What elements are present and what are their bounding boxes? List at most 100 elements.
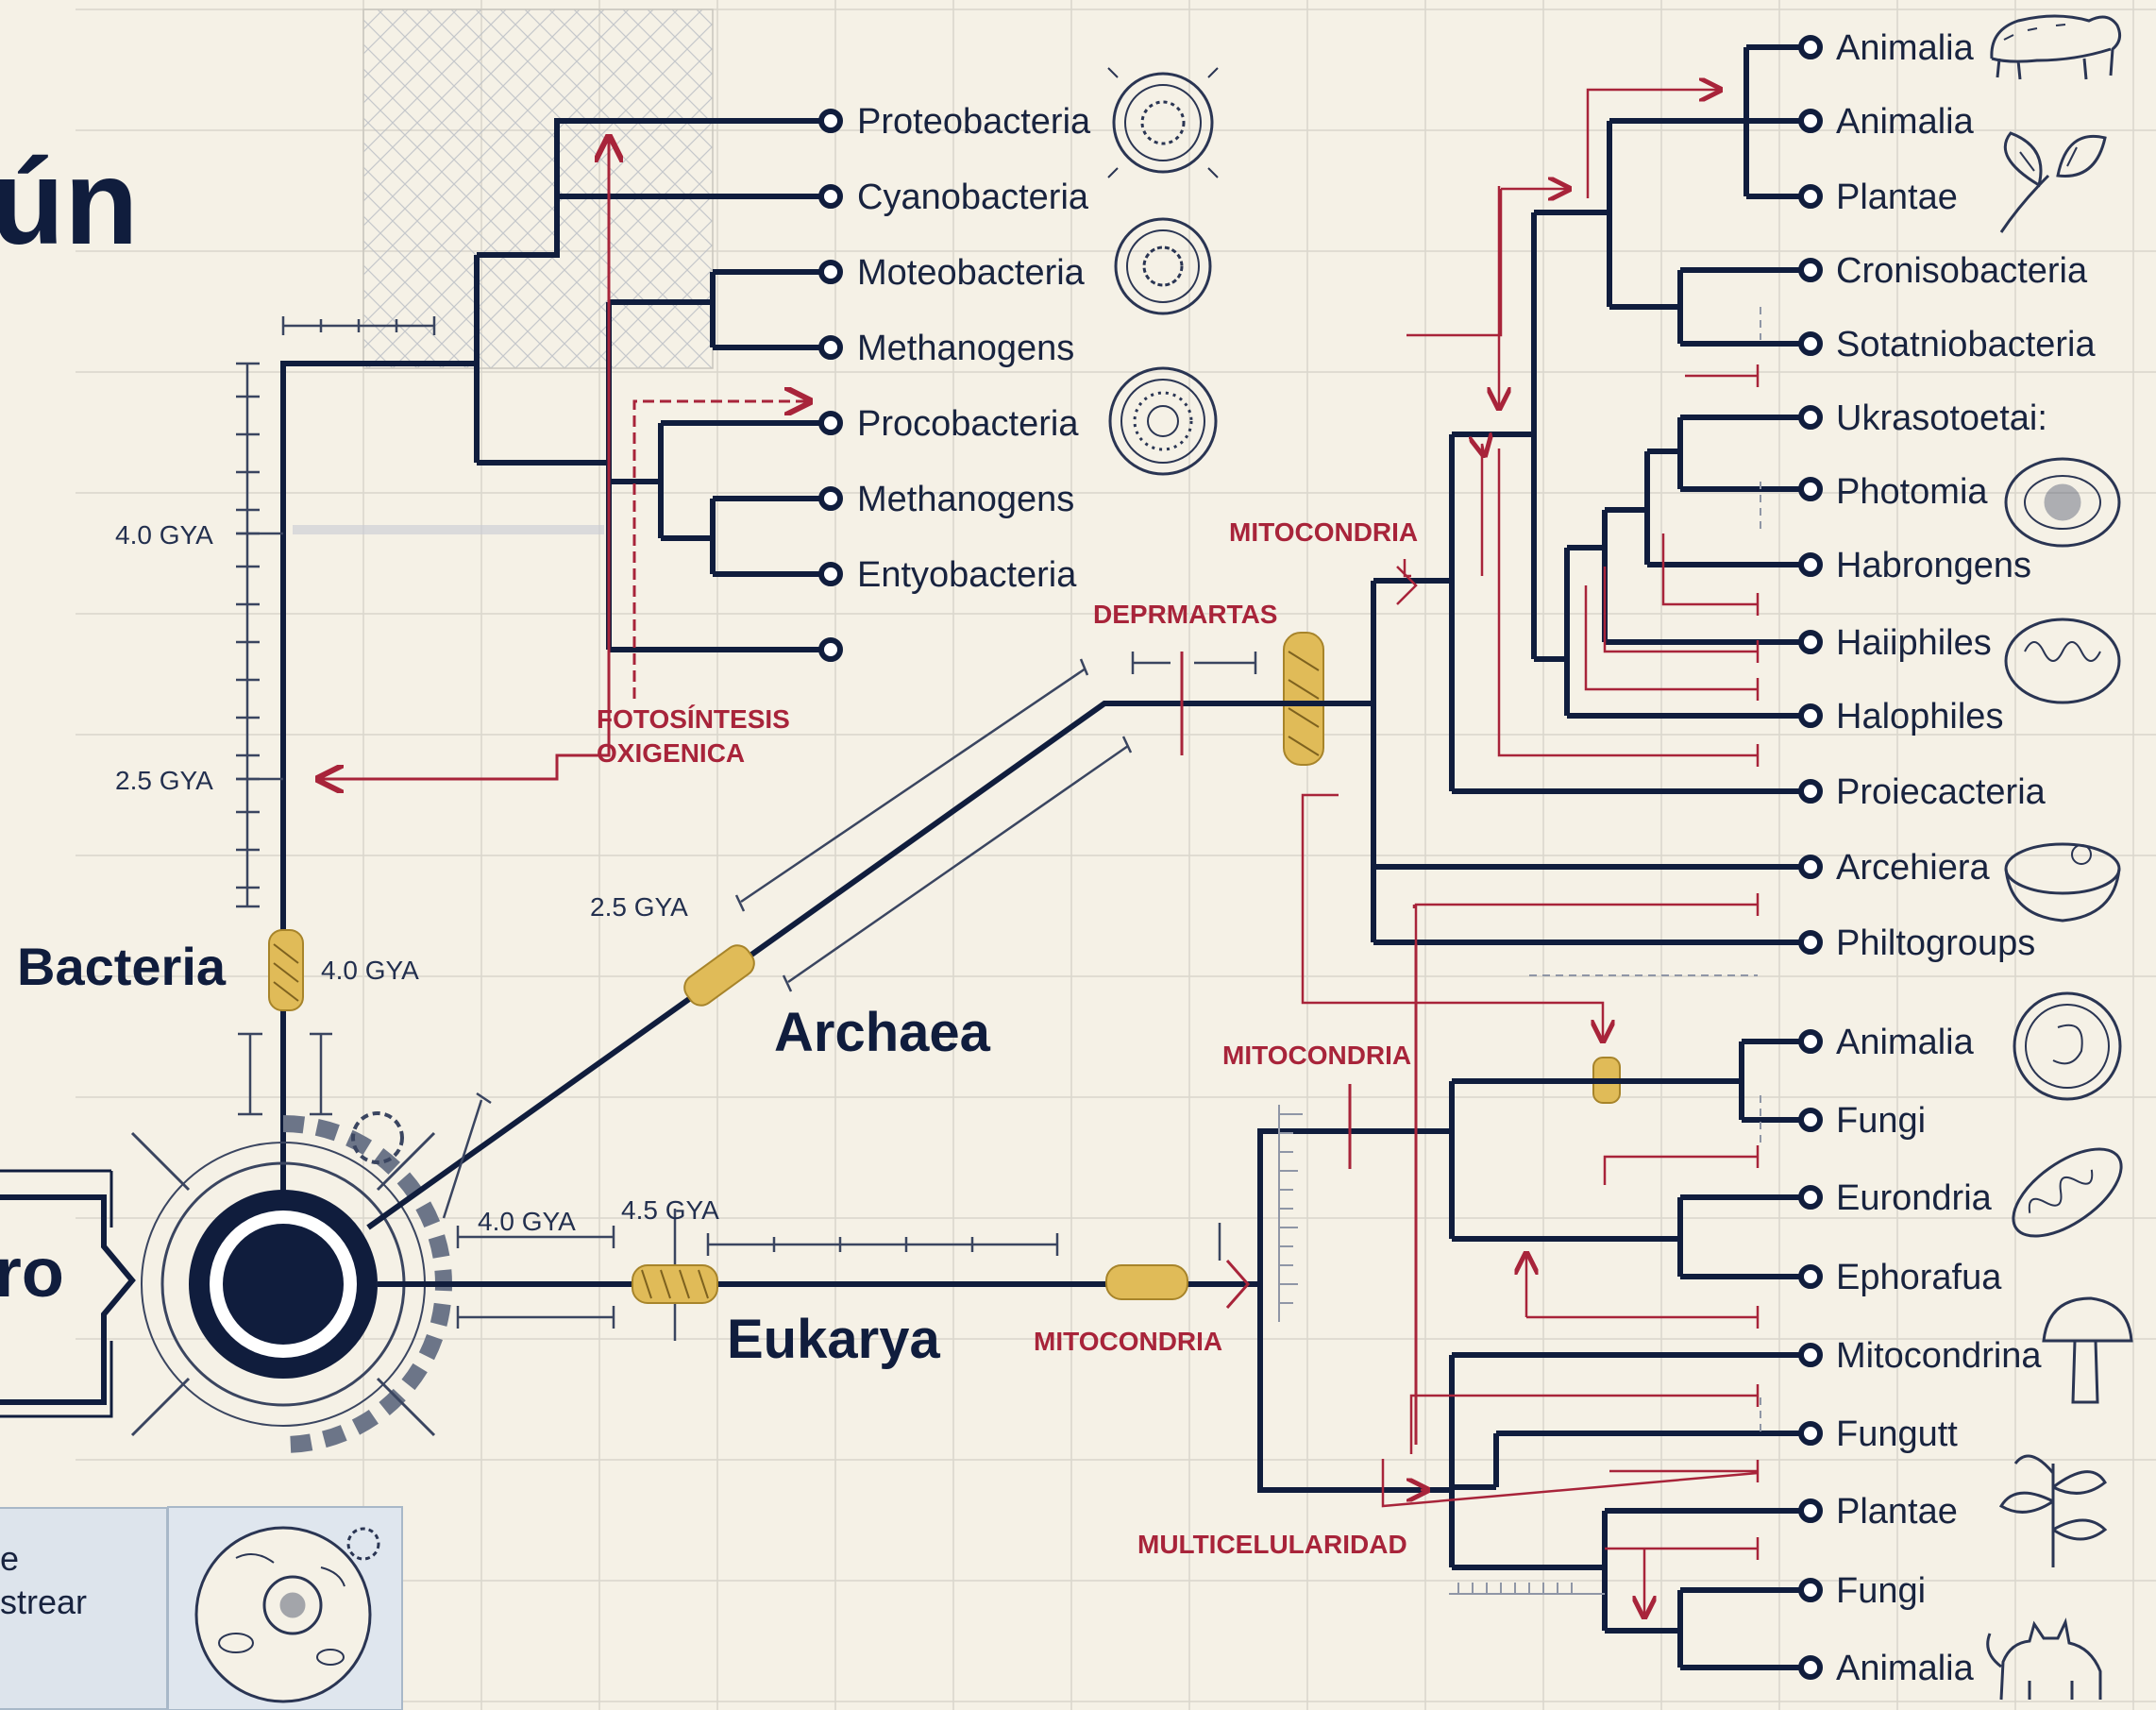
leaf-terminal [1798,184,1823,209]
event-label-photosynthesis-2: OXIGENICA [597,738,745,768]
leaf-terminal [1798,477,1823,501]
leaf-terminal [1798,35,1823,59]
leaf-terminal [1798,703,1823,728]
dish-icon [2004,842,2121,923]
ruler-scales [1278,1105,1605,1595]
leaf-terminal [1798,1578,1823,1602]
cell-icon [1114,217,1212,315]
leaf-label: Entyobacteria [857,555,1077,595]
domain-label-bacteria: Bacteria [17,937,227,996]
leaf-label: Eurondria [1836,1178,1993,1218]
right-lower-leaf-labels: Animalia Fungi Eurondria Ephorafua Mitoc… [1836,1023,2042,1688]
leaf-label: Halophiles [1836,697,2003,736]
event-label-multicellularity: MULTICELULARIDAD [1137,1530,1407,1559]
leaf-terminal [818,260,843,284]
leaf-terminal [818,109,843,133]
leaf-label: Photomia [1836,472,1988,512]
origin-label-fragment: ro [0,1233,64,1312]
leaf-icon [1999,131,2107,233]
root-node [130,1111,452,1453]
leaf-terminal [818,184,843,209]
mushroom-icon [2042,1296,2133,1404]
leaf-terminal [818,562,843,586]
cell-icon [1108,366,1218,476]
leaf-label: Sotatniobacteria [1836,325,2096,364]
leaf-label: Arcehiera [1836,848,1990,888]
leaf-label: Moteobacteria [857,253,1086,293]
cell-icon [2013,991,2122,1101]
leaf-terminal [1798,1421,1823,1446]
bacteria-time-label: 4.0 GYA [321,956,419,985]
leaf-label: Methanogens [857,329,1074,368]
lower-clade [1257,1039,1811,1670]
red-ticks [1348,944,1418,1445]
leaf-terminal [1798,1264,1823,1289]
bacteria-terminals [818,109,843,662]
leaf-label: Methanogens [857,480,1074,519]
leaf-label: Habrongens [1836,546,2031,585]
leaf-terminal [1798,405,1823,430]
leaf-label: Plantae [1836,1492,1958,1532]
organism-icons [1986,14,2133,1701]
cell-icon [1107,67,1219,178]
event-label-deprmartas: DEPRMARTAS [1093,600,1277,629]
bacteria-leaf-labels: Proteobacteria Cyanobacteria Moteobacter… [857,102,1091,595]
cat-icon [1986,1617,2102,1701]
leaf-label: Ukrasotoetai: [1836,398,2047,438]
leaf-terminal [1798,552,1823,577]
leaf-terminal [1798,1343,1823,1367]
red-annotations [1301,90,1760,1615]
mitochondrion-icon [2012,1147,2123,1238]
leaf-terminal [1798,855,1823,879]
leaf-label: Philtogroups [1836,923,2035,963]
hatched-region [363,9,713,368]
archaea-time-label: 2.5 GYA [590,892,688,922]
eukarya-time-label-4-5: 4.5 GYA [621,1195,719,1225]
mitochondrion-icon [2004,618,2121,704]
event-label-mitocondria-middle: MITOCONDRIA [1222,1041,1411,1070]
photosynthesis-event [321,140,807,779]
leaf-label: Mitocondrina [1836,1336,2042,1376]
upper-clade [1255,44,1811,945]
event-label-mitocondria-eukarya: MITOCONDRIA [1034,1327,1222,1356]
leaf-terminal [818,637,843,662]
leaf-terminal [1798,930,1823,955]
leaf-label: Cyanobacteria [857,178,1089,217]
axis-band [293,525,604,534]
annotation-dashes [1529,307,1761,1435]
domain-label-archaea: Archaea [774,1002,991,1063]
legend-line-2: strear [0,1583,88,1621]
leaf-terminal [1798,630,1823,654]
leaf-terminal [1798,109,1823,133]
leaf-terminal [1798,1108,1823,1132]
bear-icon [1990,14,2122,80]
legend-cell-icon [167,1506,403,1710]
leaf-label: Ephorafua [1836,1258,2002,1297]
leaf-terminal [818,486,843,511]
leaf-label: Animalia [1836,28,1975,68]
leaf-label: Fungi [1836,1101,1926,1141]
leaf-terminal [1798,779,1823,804]
gold-pattern [273,651,1320,1299]
leaf-terminal [1798,1029,1823,1054]
leaf-terminal [1798,258,1823,282]
leaf-label: Proiecacteria [1836,772,2047,812]
archaea-brackets [442,652,1257,1219]
leaf-label: Haiiphiles [1836,623,1992,663]
leaf-terminal [818,411,843,435]
leaf-terminal [1798,331,1823,356]
event-label-mitocondria-upper: MITOCONDRIA [1229,517,1418,547]
cell-icon [2004,457,2121,548]
bacteria-cell-icons [1107,67,1219,476]
leaf-label: Plantae [1836,178,1958,217]
leaf-terminal [1798,1185,1823,1210]
gold-symbols [268,632,1621,1304]
leaf-label: Fungutt [1836,1414,1958,1454]
origin-box [0,1169,136,1418]
leaf-label: Proteobacteria [857,102,1091,142]
leaf-terminal [1798,1655,1823,1680]
archaea-branch [366,701,1373,1230]
time-label-2-5: 2.5 GYA [115,766,213,795]
